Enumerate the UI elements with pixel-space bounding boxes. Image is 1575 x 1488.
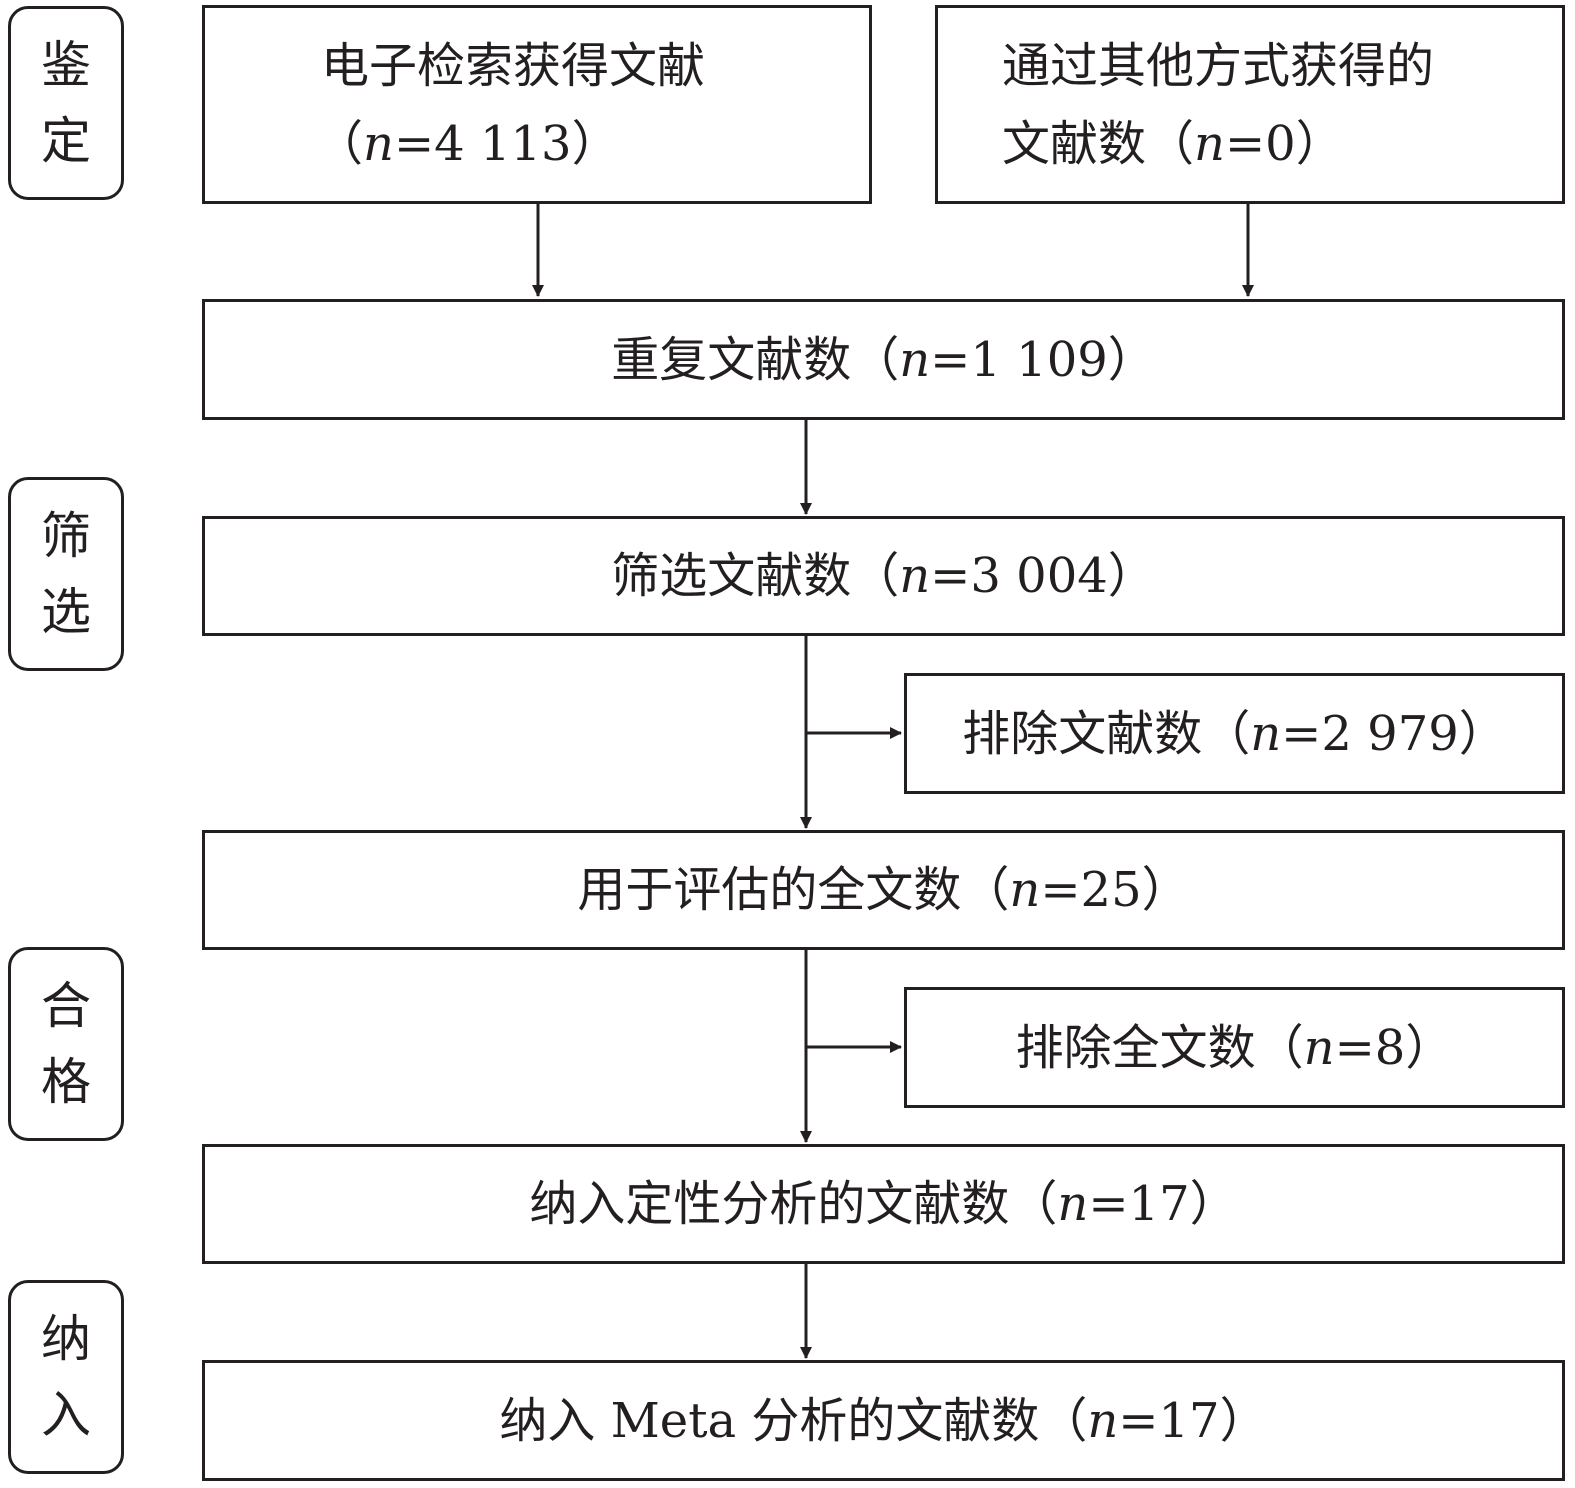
stage-char: 鉴 [41,36,91,94]
box-line-1: 通过其他方式获得的 [1002,37,1435,94]
box-excluded-fulltext: 排除全文数（n=8） [904,987,1565,1108]
box-text: 排除文献数（n=2 979） [962,705,1507,762]
stage-char: 筛 [41,507,91,565]
stage-char: 格 [41,1053,91,1111]
stage-included: 纳 入 [8,1280,124,1474]
box-line-2: 文献数（n=0） [1002,115,1344,172]
box-text: 用于评估的全文数（n=25） [577,862,1190,918]
box-other-sources: 通过其他方式获得的 文献数（n=0） [935,5,1565,204]
box-duplicates: 重复文献数（n=1 109） [202,299,1565,420]
box-text: 重复文献数（n=1 109） [611,331,1156,388]
box-line-2: （n=4 113） [315,115,620,172]
stage-eligibility: 合 格 [8,947,124,1141]
box-text: 纳入 Meta 分析的文献数（n=17） [499,1392,1268,1449]
stage-identification: 鉴 定 [8,6,124,200]
stage-char: 定 [41,112,91,170]
box-screened: 筛选文献数（n=3 004） [202,516,1565,636]
box-text: 纳入定性分析的文献数（n=17） [529,1176,1238,1232]
box-meta-analysis: 纳入 Meta 分析的文献数（n=17） [202,1360,1565,1481]
box-text: 排除全文数（n=8） [1015,1019,1454,1076]
stage-char: 合 [41,977,91,1035]
box-qualitative-synthesis: 纳入定性分析的文献数（n=17） [202,1144,1565,1264]
stage-char: 纳 [41,1310,91,1368]
box-text: 筛选文献数（n=3 004） [611,548,1156,604]
stage-screening: 筛 选 [8,477,124,671]
box-electronic-search: 电子检索获得文献 （n=4 113） [202,5,872,204]
stage-char: 选 [41,583,91,641]
box-line-1: 电子检索获得文献 [321,37,706,94]
box-fulltext-assessed: 用于评估的全文数（n=25） [202,830,1565,950]
stage-char: 入 [41,1386,91,1444]
box-excluded-records: 排除文献数（n=2 979） [904,673,1565,794]
